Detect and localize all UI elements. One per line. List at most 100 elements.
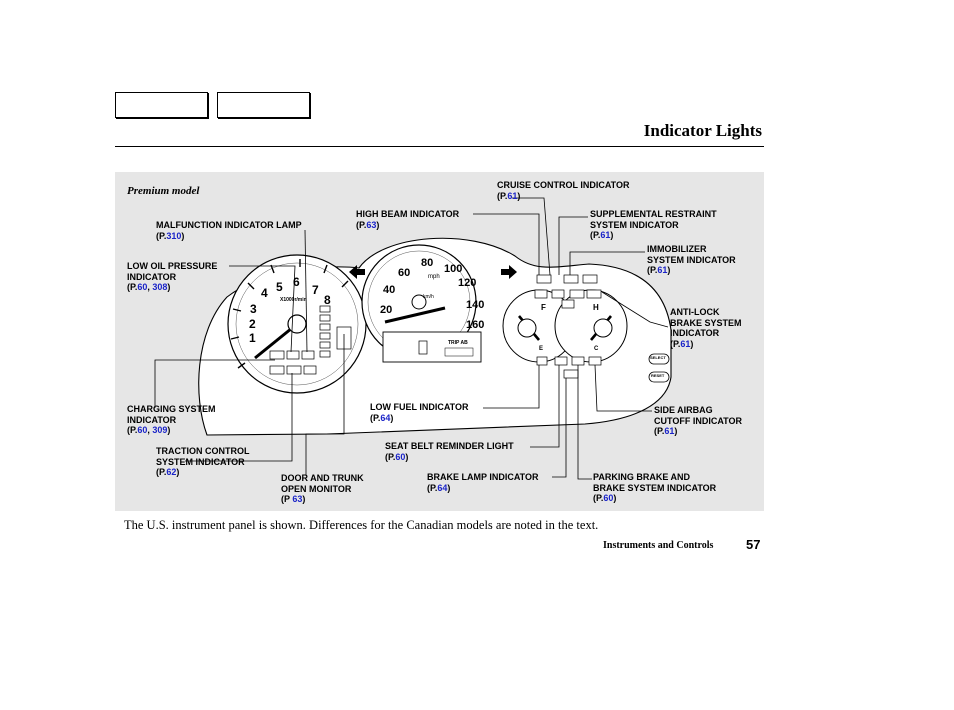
page-ref[interactable]: 64 [437, 482, 448, 493]
tach-number-8: 8 [324, 293, 331, 307]
title-rule [115, 146, 764, 147]
page-ref[interactable]: 310 [166, 230, 182, 241]
callout-low-fuel: LOW FUEL INDICATOR (P.64) [370, 402, 469, 423]
tach-number-5: 5 [276, 280, 283, 294]
callout-text: INDICATOR [127, 271, 177, 282]
speedo-mph-60: 60 [398, 267, 411, 279]
callout-text: OPEN MONITOR [281, 483, 352, 494]
page-ref[interactable]: 60 [137, 282, 148, 292]
callout-seat-belt-reminder: SEAT BELT REMINDER LIGHT (P.60) [385, 441, 514, 462]
temp-hot-label: H [593, 303, 599, 312]
callout-side-airbag-cutoff: SIDE AIRBAG CUTOFF INDICATOR (P.61) [654, 405, 742, 436]
callout-text: SYSTEM INDICATOR [590, 219, 679, 230]
speedo-mph-40: 40 [383, 284, 396, 296]
figure-caption: The U.S. instrument panel is shown. Diff… [124, 518, 599, 532]
callout-text: HIGH BEAM INDICATOR [356, 209, 460, 219]
tach-number-6: 6 [293, 275, 300, 289]
footer-section-name: Instruments and Controls [603, 540, 714, 551]
callout-text: CRUISE CONTROL INDICATOR [497, 180, 630, 190]
callout-text: SIDE AIRBAG [654, 405, 713, 415]
tach-unit: X1000r/min [280, 297, 307, 303]
callout-anti-lock-brake: ANTI-LOCK BRAKE SYSTEM INDICATOR (P.61) [670, 307, 742, 349]
reset-button-label: RESET [651, 373, 665, 378]
callout-low-oil-pressure: LOW OIL PRESSURE INDICATOR (P.60, 308) [127, 261, 218, 292]
callout-high-beam: HIGH BEAM INDICATOR (P.63) [356, 209, 460, 230]
page-ref[interactable]: 309 [152, 425, 168, 435]
callout-traction-control: TRACTION CONTROL SYSTEM INDICATOR (P.62) [156, 446, 250, 477]
trip-display [382, 331, 482, 363]
upper-indicator-lamps [534, 274, 602, 309]
tach-number-7: 7 [312, 283, 319, 297]
speedo-mph-120: 120 [458, 277, 477, 289]
callout-cruise-control: CRUISE CONTROL INDICATOR (P.61) [497, 180, 630, 201]
model-label: Premium model [127, 185, 200, 197]
page-ref[interactable]: 60 [395, 451, 406, 462]
trip-label: TRIP AB [448, 340, 468, 346]
left-turn-signal [349, 265, 365, 279]
callout-text: MALFUNCTION INDICATOR LAMP [156, 220, 302, 230]
callout-text: PARKING BRAKE AND [593, 472, 691, 482]
page-ref[interactable]: 62 [166, 467, 177, 477]
page-ref[interactable]: 61 [664, 426, 675, 436]
page-number: 57 [746, 537, 761, 552]
speedo-mph-140: 140 [466, 299, 485, 311]
select-button-label: SELECT [650, 355, 666, 360]
speedo-mph-80: 80 [421, 257, 434, 269]
callout-text: DOOR AND TRUNK [281, 473, 364, 483]
page-ref[interactable]: 63 [366, 219, 377, 230]
speedo-unit-kmh: km/h [423, 294, 434, 300]
page-ref[interactable]: 60 [603, 493, 614, 503]
header-tab-right[interactable] [217, 92, 310, 118]
callout-text: SEAT BELT REMINDER LIGHT [385, 441, 514, 451]
select-button [648, 353, 670, 365]
callout-text: INDICATOR [127, 414, 177, 425]
callout-srs: SUPPLEMENTAL RESTRAINT SYSTEM INDICATOR … [590, 209, 717, 240]
callout-text: SYSTEM INDICATOR [156, 456, 245, 467]
callout-text: IMMOBILIZER [647, 244, 707, 254]
callout-brake-lamp: BRAKE LAMP INDICATOR (P.64) [427, 472, 539, 493]
callout-text: LOW FUEL INDICATOR [370, 402, 469, 412]
tach-number-4: 4 [261, 286, 268, 300]
page-ref[interactable]: 61 [600, 230, 611, 240]
fuel-full-label: F [541, 303, 546, 312]
callout-text: CHARGING SYSTEM [127, 404, 216, 414]
callout-text: BRAKE LAMP INDICATOR [427, 472, 539, 482]
fuel-empty-label: E [539, 346, 544, 352]
callout-door-trunk-monitor: DOOR AND TRUNK OPEN MONITOR (P 63) [281, 473, 364, 504]
page-title: Indicator Lights [643, 121, 762, 140]
tach-number-1: 1 [249, 331, 256, 345]
page-ref[interactable]: 60 [137, 425, 148, 435]
page-ref[interactable]: 61 [657, 265, 668, 275]
instrument-panel-figure: 1 2 3 4 5 6 7 8 X1000r/min 20 40 60 80 1… [115, 172, 764, 511]
speedo-mph-20: 20 [380, 304, 393, 316]
reset-button [648, 371, 670, 383]
callout-text: SYSTEM INDICATOR [647, 254, 736, 265]
callout-text: CUTOFF INDICATOR [654, 415, 742, 426]
page-ref[interactable]: 61 [680, 338, 691, 349]
speedo-unit-mph: mph [428, 274, 440, 280]
right-turn-signal [501, 265, 517, 279]
callout-charging-system: CHARGING SYSTEM INDICATOR (P.60, 309) [127, 404, 216, 435]
speedo-mph-160: 160 [466, 319, 485, 331]
callout-text: TRACTION CONTROL [156, 446, 250, 456]
speedo-mph-100: 100 [444, 263, 463, 275]
callout-text: BRAKE SYSTEM [670, 317, 742, 328]
callout-parking-brake: PARKING BRAKE AND BRAKE SYSTEM INDICATOR… [593, 472, 717, 503]
page-ref[interactable]: 61 [507, 190, 518, 201]
page-ref[interactable]: 64 [380, 412, 391, 423]
page-ref[interactable]: 308 [152, 282, 168, 292]
callout-text: INDICATOR [670, 328, 720, 338]
callout-text: LOW OIL PRESSURE [127, 261, 218, 271]
tach-number-2: 2 [249, 317, 256, 331]
speedometer-needle [384, 306, 446, 324]
instrument-panel-drawing [154, 197, 672, 480]
header-tab-left[interactable] [115, 92, 208, 118]
callout-text: ANTI-LOCK [670, 307, 720, 317]
callout-immobilizer: IMMOBILIZER SYSTEM INDICATOR (P.61) [647, 244, 736, 275]
tach-number-3: 3 [250, 302, 257, 316]
page-ref[interactable]: 63 [292, 494, 303, 504]
temp-cold-label: C [594, 346, 599, 352]
callout-malfunction: MALFUNCTION INDICATOR LAMP (P.310) [156, 220, 302, 241]
callout-text: BRAKE SYSTEM INDICATOR [593, 482, 717, 493]
callout-leaders [154, 197, 669, 480]
